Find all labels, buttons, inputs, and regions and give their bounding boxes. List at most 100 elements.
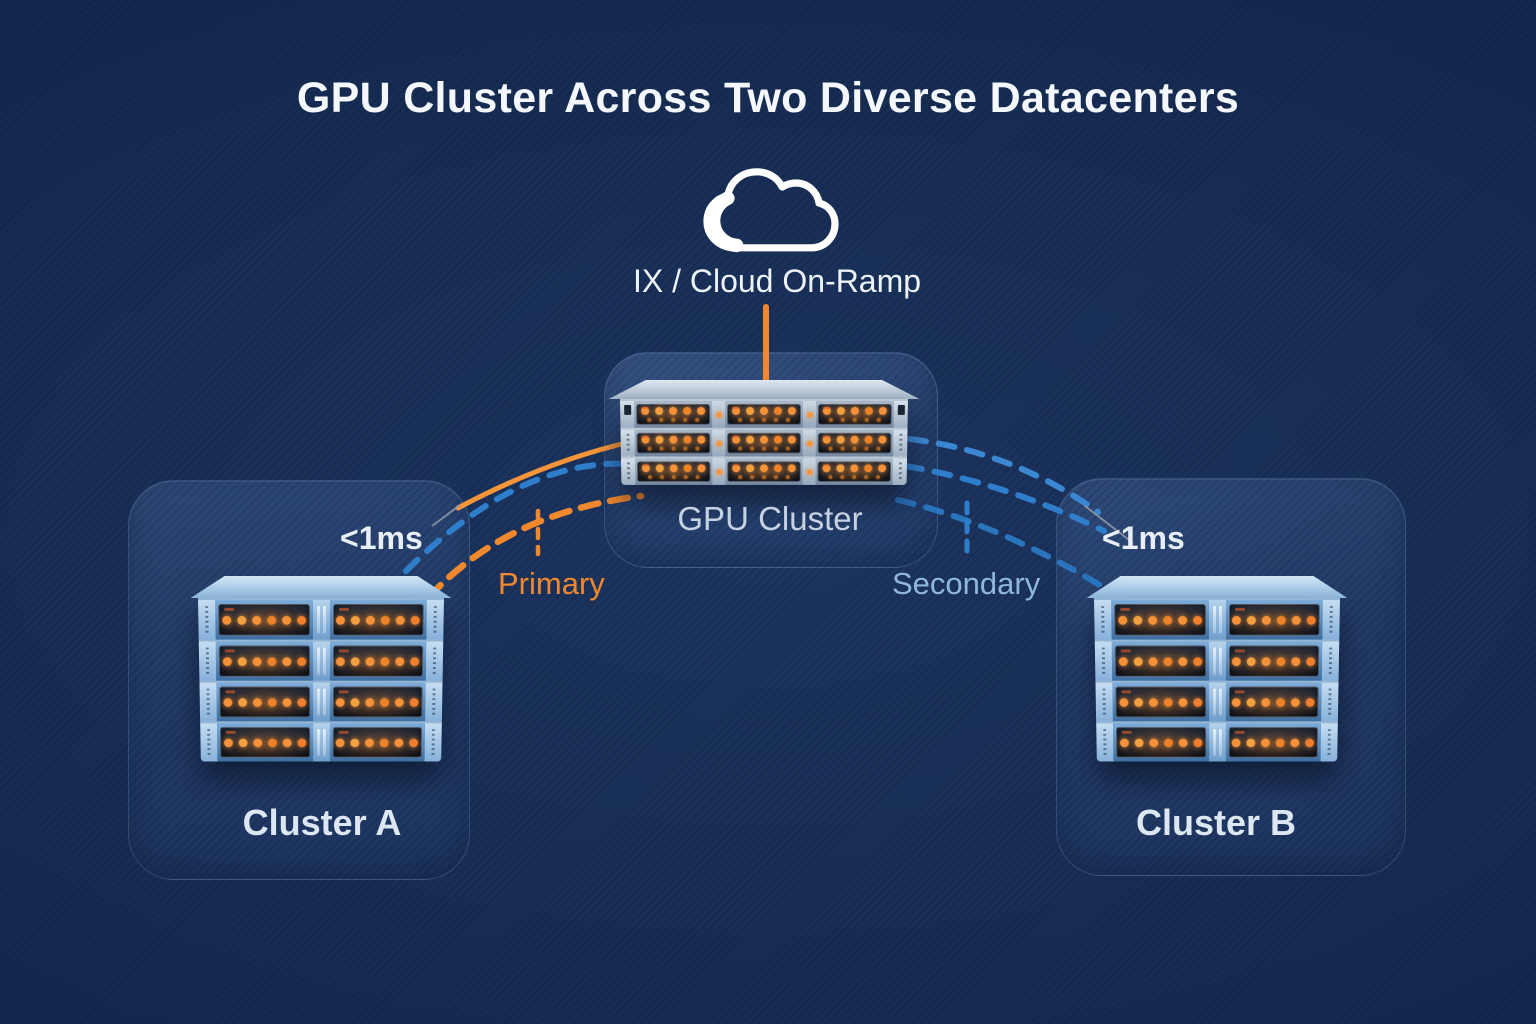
rack-body (198, 598, 444, 762)
primary-solid-line (455, 439, 633, 511)
led-dot (252, 656, 262, 666)
led-dot (350, 738, 360, 747)
led-dot-small (750, 446, 755, 451)
led-dot (222, 656, 232, 666)
led-dot (366, 615, 376, 625)
led-dot (822, 464, 831, 473)
rack-rail (893, 400, 908, 428)
secondary-dashed-line-3 (895, 497, 1121, 599)
led-dot (1148, 656, 1158, 666)
led-dot-small (864, 475, 869, 480)
cloud-label: IX / Cloud On-Ramp (632, 263, 922, 299)
led-row (222, 656, 306, 666)
rack-divider (712, 458, 726, 485)
led-dot (296, 656, 306, 666)
led-dot (1117, 615, 1128, 625)
led-row (641, 464, 706, 473)
led-dot (1178, 738, 1188, 747)
led-dot (282, 697, 292, 707)
led-dot (1261, 656, 1271, 666)
led-dot (223, 738, 233, 747)
led-dot (641, 406, 650, 415)
led-dot (282, 738, 292, 747)
server-module (332, 686, 423, 718)
rack-top-face (1086, 576, 1348, 598)
led-row (1231, 738, 1315, 747)
led-dot (1178, 697, 1188, 707)
led-dot (1193, 738, 1203, 747)
server-module (817, 432, 892, 454)
led-dot-small (683, 475, 688, 480)
led-row (1117, 615, 1202, 625)
led-dot (1192, 615, 1202, 625)
led-dot (683, 435, 692, 444)
led-dot (223, 697, 233, 707)
led-dot (1134, 738, 1144, 747)
led-dot (746, 464, 755, 473)
led-dot (267, 697, 277, 707)
rack-rail (1321, 682, 1339, 722)
server-module (219, 686, 310, 718)
rack-row (1095, 680, 1339, 722)
led-dot (1261, 697, 1271, 707)
rack-rail (198, 641, 217, 681)
server-module (332, 727, 423, 758)
led-dot (746, 406, 755, 415)
rack-row (199, 680, 443, 722)
led-dot (787, 464, 796, 473)
led-dot (365, 738, 375, 747)
led-dot (350, 656, 360, 666)
led-row (732, 464, 796, 473)
led-dot (641, 435, 650, 444)
led-dot-small (828, 475, 833, 480)
led-dot (760, 464, 768, 473)
primary-leader-line (431, 504, 461, 527)
led-dot (409, 697, 419, 707)
led-row (1118, 656, 1202, 666)
led-dot (395, 656, 405, 666)
led-dot-small (785, 446, 790, 451)
secondary-dashed-line-1 (907, 436, 1101, 515)
led-row-small (828, 417, 881, 422)
led-dot (1192, 656, 1202, 666)
led-row (1119, 697, 1202, 707)
led-row-small (647, 446, 700, 451)
led-dot (773, 464, 782, 473)
led-row (221, 615, 306, 625)
server-module (1228, 645, 1320, 677)
led-dot (365, 697, 375, 707)
led-dot (878, 406, 887, 415)
rack-body (620, 399, 908, 485)
led-dot-small (648, 475, 653, 480)
rack-rail (620, 458, 636, 485)
led-dot (878, 464, 887, 473)
rack-row (620, 399, 908, 428)
led-dot-small (876, 446, 881, 451)
server-module (636, 403, 711, 425)
rack-divider (712, 429, 726, 457)
led-dot (732, 464, 741, 473)
led-dot-small (738, 446, 743, 451)
server-module (817, 403, 892, 425)
led-dot-small (828, 417, 833, 422)
led-row (822, 406, 887, 415)
led-dot-small (785, 475, 790, 480)
led-dot-small (773, 417, 778, 422)
rack-divider (1208, 682, 1226, 722)
led-dot-small (738, 417, 743, 422)
led-dot (1306, 615, 1317, 625)
led-dot (267, 656, 277, 666)
rack-rail (1321, 641, 1340, 681)
led-row (335, 738, 419, 747)
led-dot (1232, 697, 1241, 707)
led-dot (655, 435, 664, 444)
rack-rail (426, 599, 444, 640)
led-dot (864, 464, 873, 473)
led-dot (822, 435, 831, 444)
rack-rail (1320, 723, 1338, 762)
server-module (727, 432, 801, 454)
cluster-b-label: Cluster B (1135, 802, 1297, 843)
led-dot-small (671, 417, 676, 422)
rack-rail (1322, 599, 1340, 640)
led-dot-small (864, 417, 869, 422)
